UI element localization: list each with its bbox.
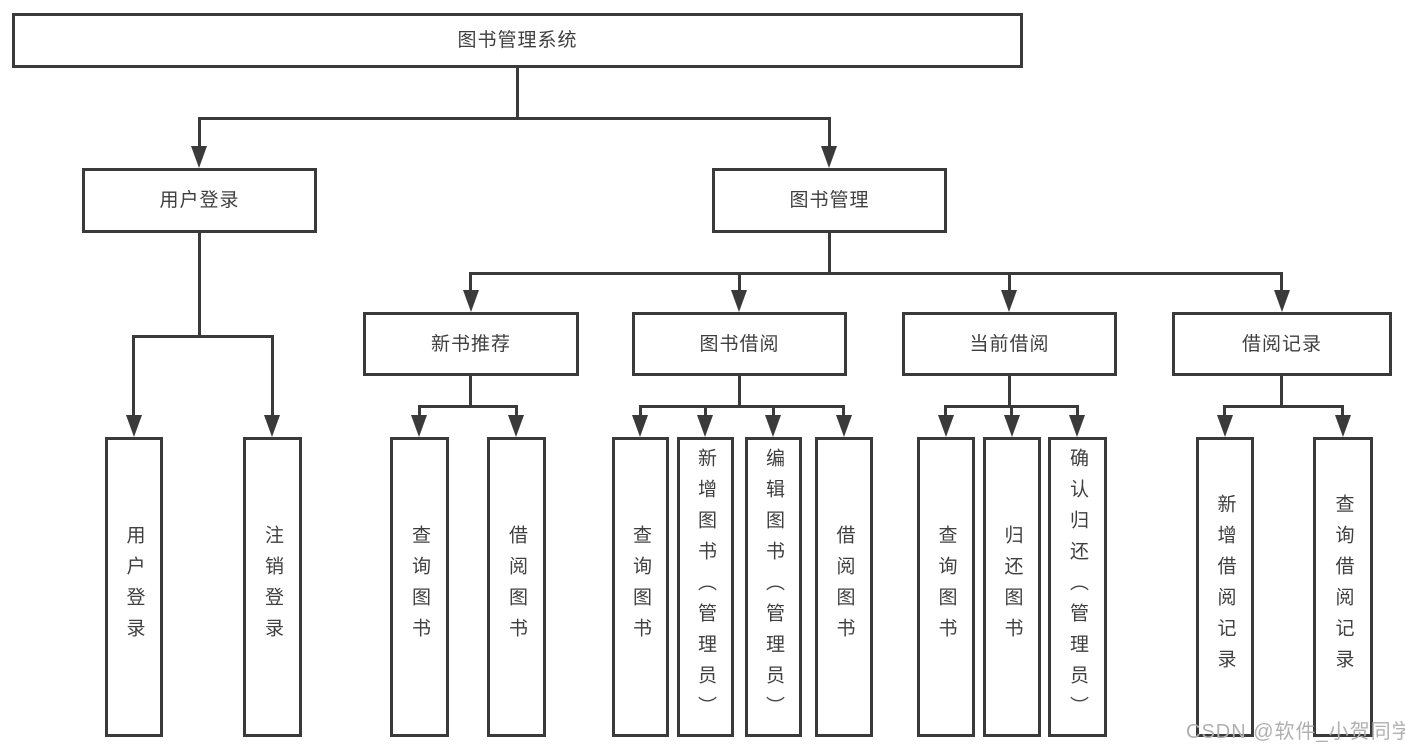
node-book-management: 图书管理 <box>712 168 947 233</box>
connector-line <box>418 405 421 417</box>
leaf-query-books-recommend: 查询图书 <box>390 437 449 737</box>
leaf-edit-books-admin: 编辑图书（管理员） <box>745 437 802 737</box>
arrow-down-icon <box>191 146 207 168</box>
leaf-label: 查询图书 <box>409 525 430 649</box>
leaf-label: 查询借阅记录 <box>1332 494 1354 680</box>
leaf-label: 查询图书 <box>935 525 957 649</box>
leaf-query-books-borrowing: 查询图书 <box>612 437 669 737</box>
node-library-management-system: 图书管理系统 <box>12 13 1023 68</box>
connector-line <box>132 335 274 338</box>
arrow-down-icon <box>264 415 280 437</box>
node-label: 图书管理 <box>789 190 870 211</box>
leaf-label: 用户登录 <box>123 525 145 649</box>
leaf-logout: 注销登录 <box>243 437 302 737</box>
connector-line <box>1223 405 1226 417</box>
leaf-label: 确认归还（管理员） <box>1067 447 1088 727</box>
leaf-label: 借阅图书 <box>506 525 527 649</box>
connector-line <box>515 405 518 417</box>
arrow-down-icon <box>938 415 954 437</box>
arrow-down-icon <box>1069 415 1085 437</box>
node-label: 当前借阅 <box>969 333 1050 355</box>
leaf-label: 借阅图书 <box>833 525 855 649</box>
arrow-down-icon <box>1217 415 1233 437</box>
connector-line <box>639 405 642 417</box>
connector-line <box>271 335 274 417</box>
node-label: 用户登录 <box>159 190 240 211</box>
node-current-borrowing: 当前借阅 <box>902 312 1117 376</box>
arrow-down-icon <box>821 146 837 168</box>
arrow-down-icon <box>126 415 142 437</box>
connector-line <box>828 117 831 149</box>
connector-line <box>1280 272 1283 292</box>
arrow-down-icon <box>632 415 648 437</box>
node-label: 借阅记录 <box>1241 333 1322 355</box>
leaf-label: 新增借阅记录 <box>1214 494 1236 680</box>
arrow-down-icon <box>1274 290 1290 312</box>
leaf-query-borrow-record: 查询借阅记录 <box>1313 437 1373 737</box>
connector-line <box>1280 374 1283 406</box>
leaf-label: 编辑图书（管理员） <box>763 447 784 727</box>
arrow-down-icon <box>765 415 781 437</box>
arrow-down-icon <box>463 290 479 312</box>
node-user-login: 用户登录 <box>82 168 317 233</box>
connector-line <box>772 405 775 417</box>
arrow-down-icon <box>411 415 427 437</box>
arrow-down-icon <box>836 415 852 437</box>
connector-line <box>198 117 201 149</box>
connector-line <box>639 405 845 408</box>
node-book-borrowing: 图书借阅 <box>632 312 847 376</box>
connector-line <box>828 233 831 275</box>
leaf-label: 新增图书（管理员） <box>695 447 716 727</box>
leaf-label: 归还图书 <box>1001 525 1023 649</box>
arrow-down-icon <box>1004 415 1020 437</box>
arrow-down-icon <box>1001 290 1017 312</box>
leaf-label: 注销登录 <box>262 525 283 649</box>
arrow-down-icon <box>731 290 747 312</box>
node-new-book-recommendation: 新书推荐 <box>363 312 579 376</box>
connector-line <box>198 117 830 120</box>
leaf-add-books-admin: 新增图书（管理员） <box>677 437 734 737</box>
connector-line <box>1008 374 1011 406</box>
connector-line <box>738 374 741 406</box>
leaf-user-login: 用户登录 <box>105 437 163 737</box>
arrow-down-icon <box>697 415 713 437</box>
connector-line <box>516 68 519 118</box>
connector-line <box>418 405 518 408</box>
connector-line <box>469 272 472 292</box>
connector-line <box>1008 272 1011 292</box>
node-label: 图书管理系统 <box>457 30 578 51</box>
connector-line <box>738 272 741 292</box>
connector-line <box>1076 405 1079 417</box>
connector-line <box>132 335 135 417</box>
connector-line <box>198 233 201 337</box>
leaf-borrow-books-recommend: 借阅图书 <box>487 437 546 737</box>
leaf-label: 查询图书 <box>630 525 651 649</box>
connector-line <box>1010 405 1013 417</box>
leaf-query-books-current: 查询图书 <box>917 437 975 737</box>
connector-line <box>842 405 845 417</box>
node-borrowing-records: 借阅记录 <box>1172 312 1392 376</box>
connector-line <box>469 272 1283 275</box>
leaf-borrow-books-borrowing: 借阅图书 <box>815 437 873 737</box>
arrow-down-icon <box>508 415 524 437</box>
connector-line <box>1223 405 1344 408</box>
leaf-confirm-return-admin: 确认归还（管理员） <box>1048 437 1107 737</box>
node-label: 图书借阅 <box>699 333 780 355</box>
arrow-down-icon <box>1335 415 1351 437</box>
connector-line <box>1341 405 1344 417</box>
leaf-return-books: 归还图书 <box>983 437 1041 737</box>
connector-line <box>944 405 947 417</box>
node-label: 新书推荐 <box>430 333 511 355</box>
connector-line <box>704 405 707 417</box>
connector-line <box>469 374 472 406</box>
leaf-add-borrow-record: 新增借阅记录 <box>1196 437 1254 737</box>
watermark: CSDN @软件_小贺同学 <box>1186 721 1405 743</box>
